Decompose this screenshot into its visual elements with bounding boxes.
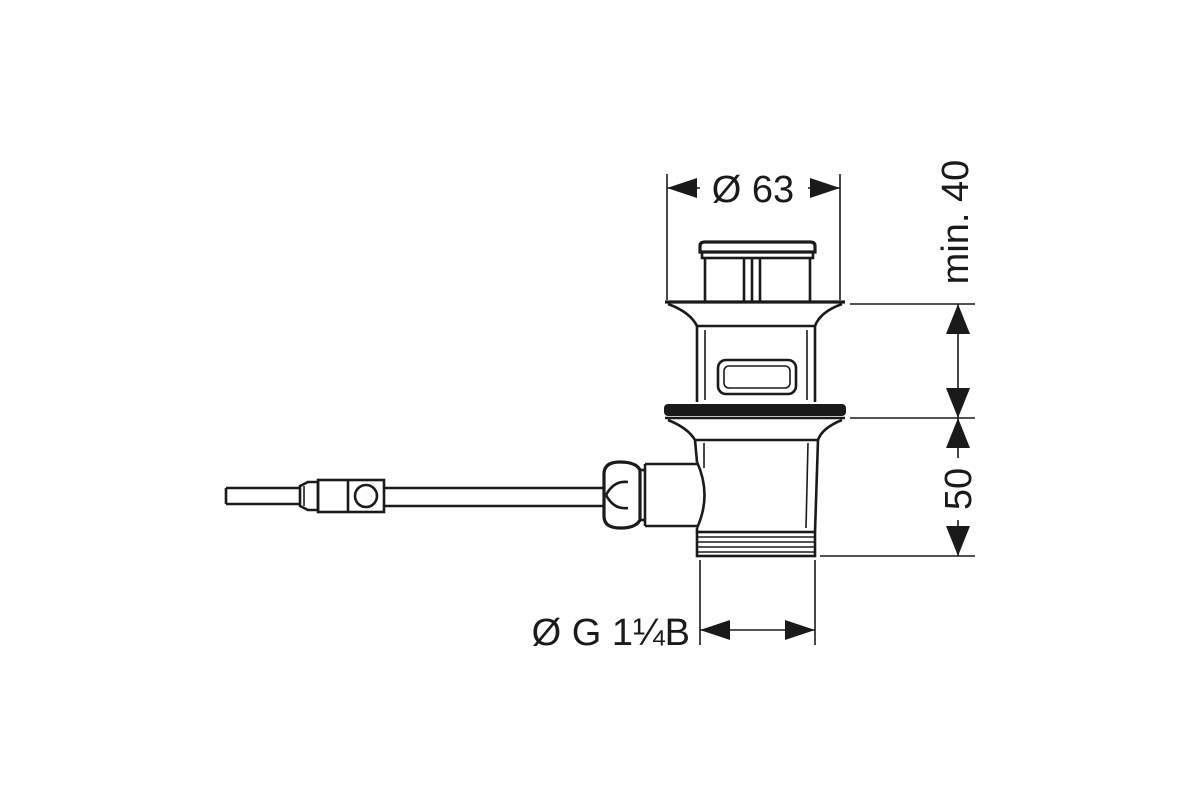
stroke-label: min. 40 bbox=[935, 160, 977, 285]
vertical-dimensions bbox=[820, 303, 975, 557]
thread-diameter-dimension bbox=[699, 560, 816, 645]
push-button-cap bbox=[698, 240, 817, 302]
top-diameter-label: Ø 63 bbox=[712, 169, 794, 211]
pull-rod bbox=[224, 478, 604, 514]
waste-body bbox=[645, 438, 820, 533]
thread-label: Ø G 1¼B bbox=[532, 612, 690, 654]
overflow-body bbox=[695, 326, 817, 402]
height-label: 50 bbox=[938, 468, 980, 510]
union-nut bbox=[602, 460, 647, 530]
lower-flange bbox=[664, 404, 846, 441]
upper-flange bbox=[665, 300, 845, 328]
top-diameter-dimension bbox=[666, 174, 841, 300]
thread bbox=[695, 530, 817, 558]
